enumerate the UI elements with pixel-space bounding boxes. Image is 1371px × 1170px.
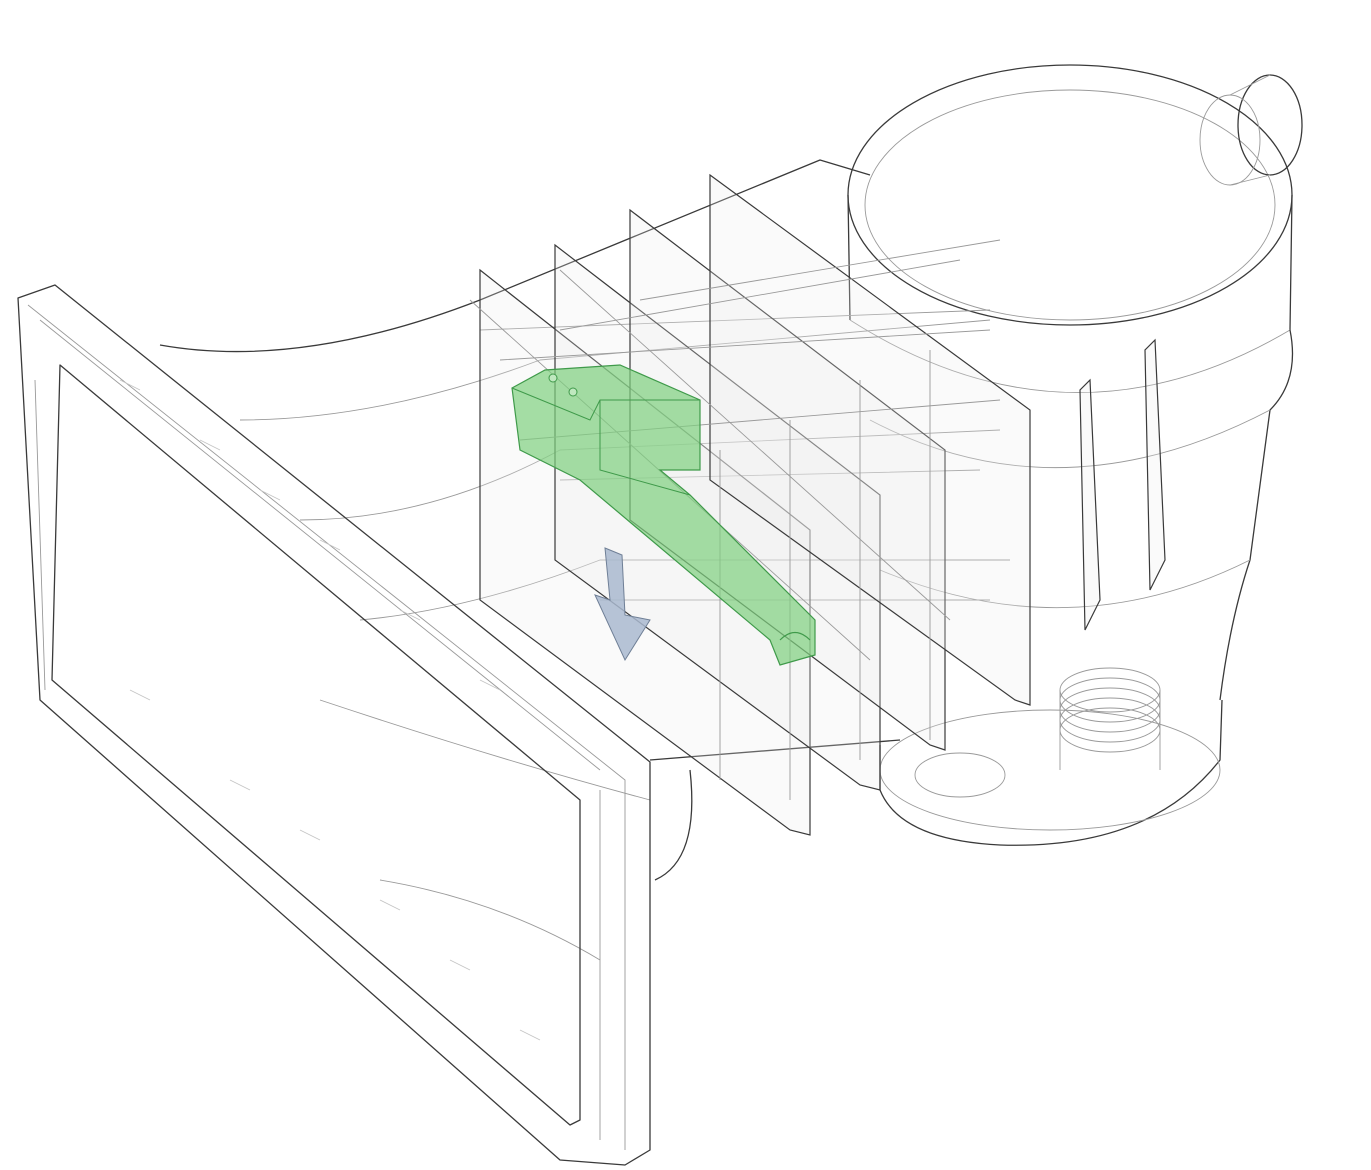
skimmer-throat (159, 159, 1010, 961)
threaded-outlet (914, 667, 1161, 798)
install-direction-arrow-icon (594, 547, 651, 662)
front-frame (17, 284, 651, 1166)
rib-plates (469, 173, 1166, 836)
highlighted-weir-bracket (511, 364, 816, 666)
skimmer-canister (847, 64, 1303, 846)
